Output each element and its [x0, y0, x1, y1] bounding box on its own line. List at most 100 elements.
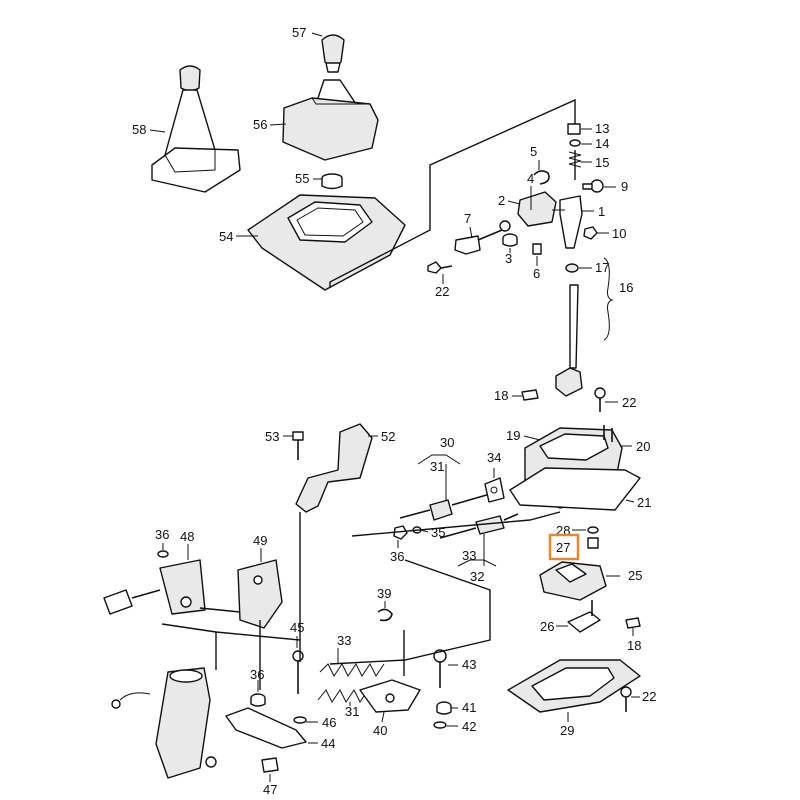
callout-47[interactable]: 47: [263, 782, 277, 797]
base-plate-25: [539, 561, 607, 601]
lower-group-boundary: [351, 511, 561, 537]
callout-20[interactable]: 20: [636, 439, 650, 454]
pin-6: [532, 243, 542, 255]
callout-14[interactable]: 14: [595, 136, 609, 151]
callout-3[interactable]: 3: [505, 251, 512, 266]
callout-57[interactable]: 57: [292, 25, 306, 40]
bushing-4: [499, 220, 511, 232]
shift-boot-56: [282, 79, 379, 161]
callout-34[interactable]: 34: [487, 450, 501, 465]
cover-plate-29: [507, 659, 641, 713]
spring-33: [319, 663, 385, 677]
callout-35[interactable]: 35: [431, 525, 445, 540]
callout-5[interactable]: 5: [530, 144, 537, 159]
callout-45[interactable]: 45: [290, 620, 304, 635]
lower-guide-1: [329, 559, 491, 665]
callout-53[interactable]: 53: [265, 429, 279, 444]
callout-55[interactable]: 55: [295, 171, 309, 186]
clip-47: [261, 757, 279, 773]
shift-rod-48: [103, 559, 206, 615]
callout-36-center[interactable]: 36: [390, 549, 404, 564]
callout-40[interactable]: 40: [373, 723, 387, 738]
clip-18-upper: [521, 389, 539, 401]
washer-14: [569, 139, 581, 147]
callout-44[interactable]: 44: [321, 736, 335, 751]
callout-31-top[interactable]: 31: [430, 459, 444, 474]
spring-15: [568, 151, 582, 168]
callout-39[interactable]: 39: [377, 586, 391, 601]
callout-41[interactable]: 41: [462, 700, 476, 715]
callout-43[interactable]: 43: [462, 657, 476, 672]
callout-33-mid[interactable]: 33: [462, 548, 476, 563]
callout-48[interactable]: 48: [180, 529, 194, 544]
nut-36-center: [393, 525, 408, 540]
bolt-43: [433, 649, 447, 688]
callout-9[interactable]: 9: [621, 179, 628, 194]
callout-4[interactable]: 4: [527, 171, 534, 186]
bearing-block-40: [359, 679, 421, 713]
callout-54[interactable]: 54: [219, 229, 233, 244]
washer-36-lower: [250, 693, 266, 707]
washer-42: [433, 721, 447, 729]
callout-36-left[interactable]: 36: [155, 527, 169, 542]
circlip-39: [377, 608, 393, 622]
callout-10[interactable]: 10: [612, 226, 626, 241]
shift-lever-16: [555, 284, 583, 397]
callout-22-lower[interactable]: 22: [642, 689, 656, 704]
callout-19[interactable]: 19: [506, 428, 520, 443]
upper-group-boundary: [329, 98, 576, 288]
bolt-53: [292, 431, 304, 460]
bolt-22-lower: [620, 686, 632, 712]
callout-29[interactable]: 29: [560, 723, 574, 738]
spring-clip-5: [533, 170, 550, 185]
callout-42[interactable]: 42: [462, 719, 476, 734]
bolt-9: [582, 179, 604, 193]
callout-13[interactable]: 13: [595, 121, 609, 136]
callout-36-lower[interactable]: 36: [250, 667, 264, 682]
callout-7[interactable]: 7: [464, 211, 471, 226]
callout-21[interactable]: 21: [637, 495, 651, 510]
gasket-21: [509, 467, 641, 511]
nut-10: [583, 226, 598, 240]
callout-30[interactable]: 30: [440, 435, 454, 450]
lever-arm-52: [295, 423, 373, 513]
callout-58[interactable]: 58: [132, 122, 146, 137]
callout-16[interactable]: 16: [619, 280, 633, 295]
bolt-22-top: [427, 261, 453, 274]
callout-6[interactable]: 6: [533, 266, 540, 281]
brace-16: [603, 257, 614, 341]
callout-33-lower[interactable]: 33: [337, 633, 351, 648]
callout-31-lower[interactable]: 31: [345, 704, 359, 719]
callout-52[interactable]: 52: [381, 429, 395, 444]
callout-labels: 57 58 56 55 54 13 14 15 5 9 2 1 7 4 10 3…: [132, 25, 656, 797]
clip-18-lower: [625, 617, 641, 629]
callout-46[interactable]: 46: [322, 715, 336, 730]
bracket-49: [199, 559, 283, 629]
washer-46: [293, 716, 307, 724]
callout-56[interactable]: 56: [253, 117, 267, 132]
callout-17[interactable]: 17: [595, 260, 609, 275]
highlight-box-27: [548, 533, 580, 561]
clip-13: [567, 123, 581, 135]
shift-knob-57: [321, 34, 345, 73]
linkage-rod-7: [454, 229, 503, 255]
callout-15[interactable]: 15: [595, 155, 609, 170]
callout-22-right[interactable]: 22: [622, 395, 636, 410]
lever-26: [567, 600, 601, 633]
callout-18-upper[interactable]: 18: [494, 388, 508, 403]
lower-guide-2: [161, 623, 301, 662]
callout-25[interactable]: 25: [628, 568, 642, 583]
callout-1[interactable]: 1: [598, 204, 605, 219]
callout-26[interactable]: 26: [540, 619, 554, 634]
bushing-27: [587, 537, 599, 549]
callout-2[interactable]: 2: [498, 193, 505, 208]
callout-18-lower[interactable]: 18: [627, 638, 641, 653]
callout-49[interactable]: 49: [253, 533, 267, 548]
callout-27[interactable]: 27: [556, 540, 570, 555]
callout-32[interactable]: 32: [470, 569, 484, 584]
nut-41: [436, 701, 452, 715]
leader-lines: [149, 32, 640, 782]
callout-22-top[interactable]: 22: [435, 284, 449, 299]
bolt-45: [292, 650, 304, 694]
